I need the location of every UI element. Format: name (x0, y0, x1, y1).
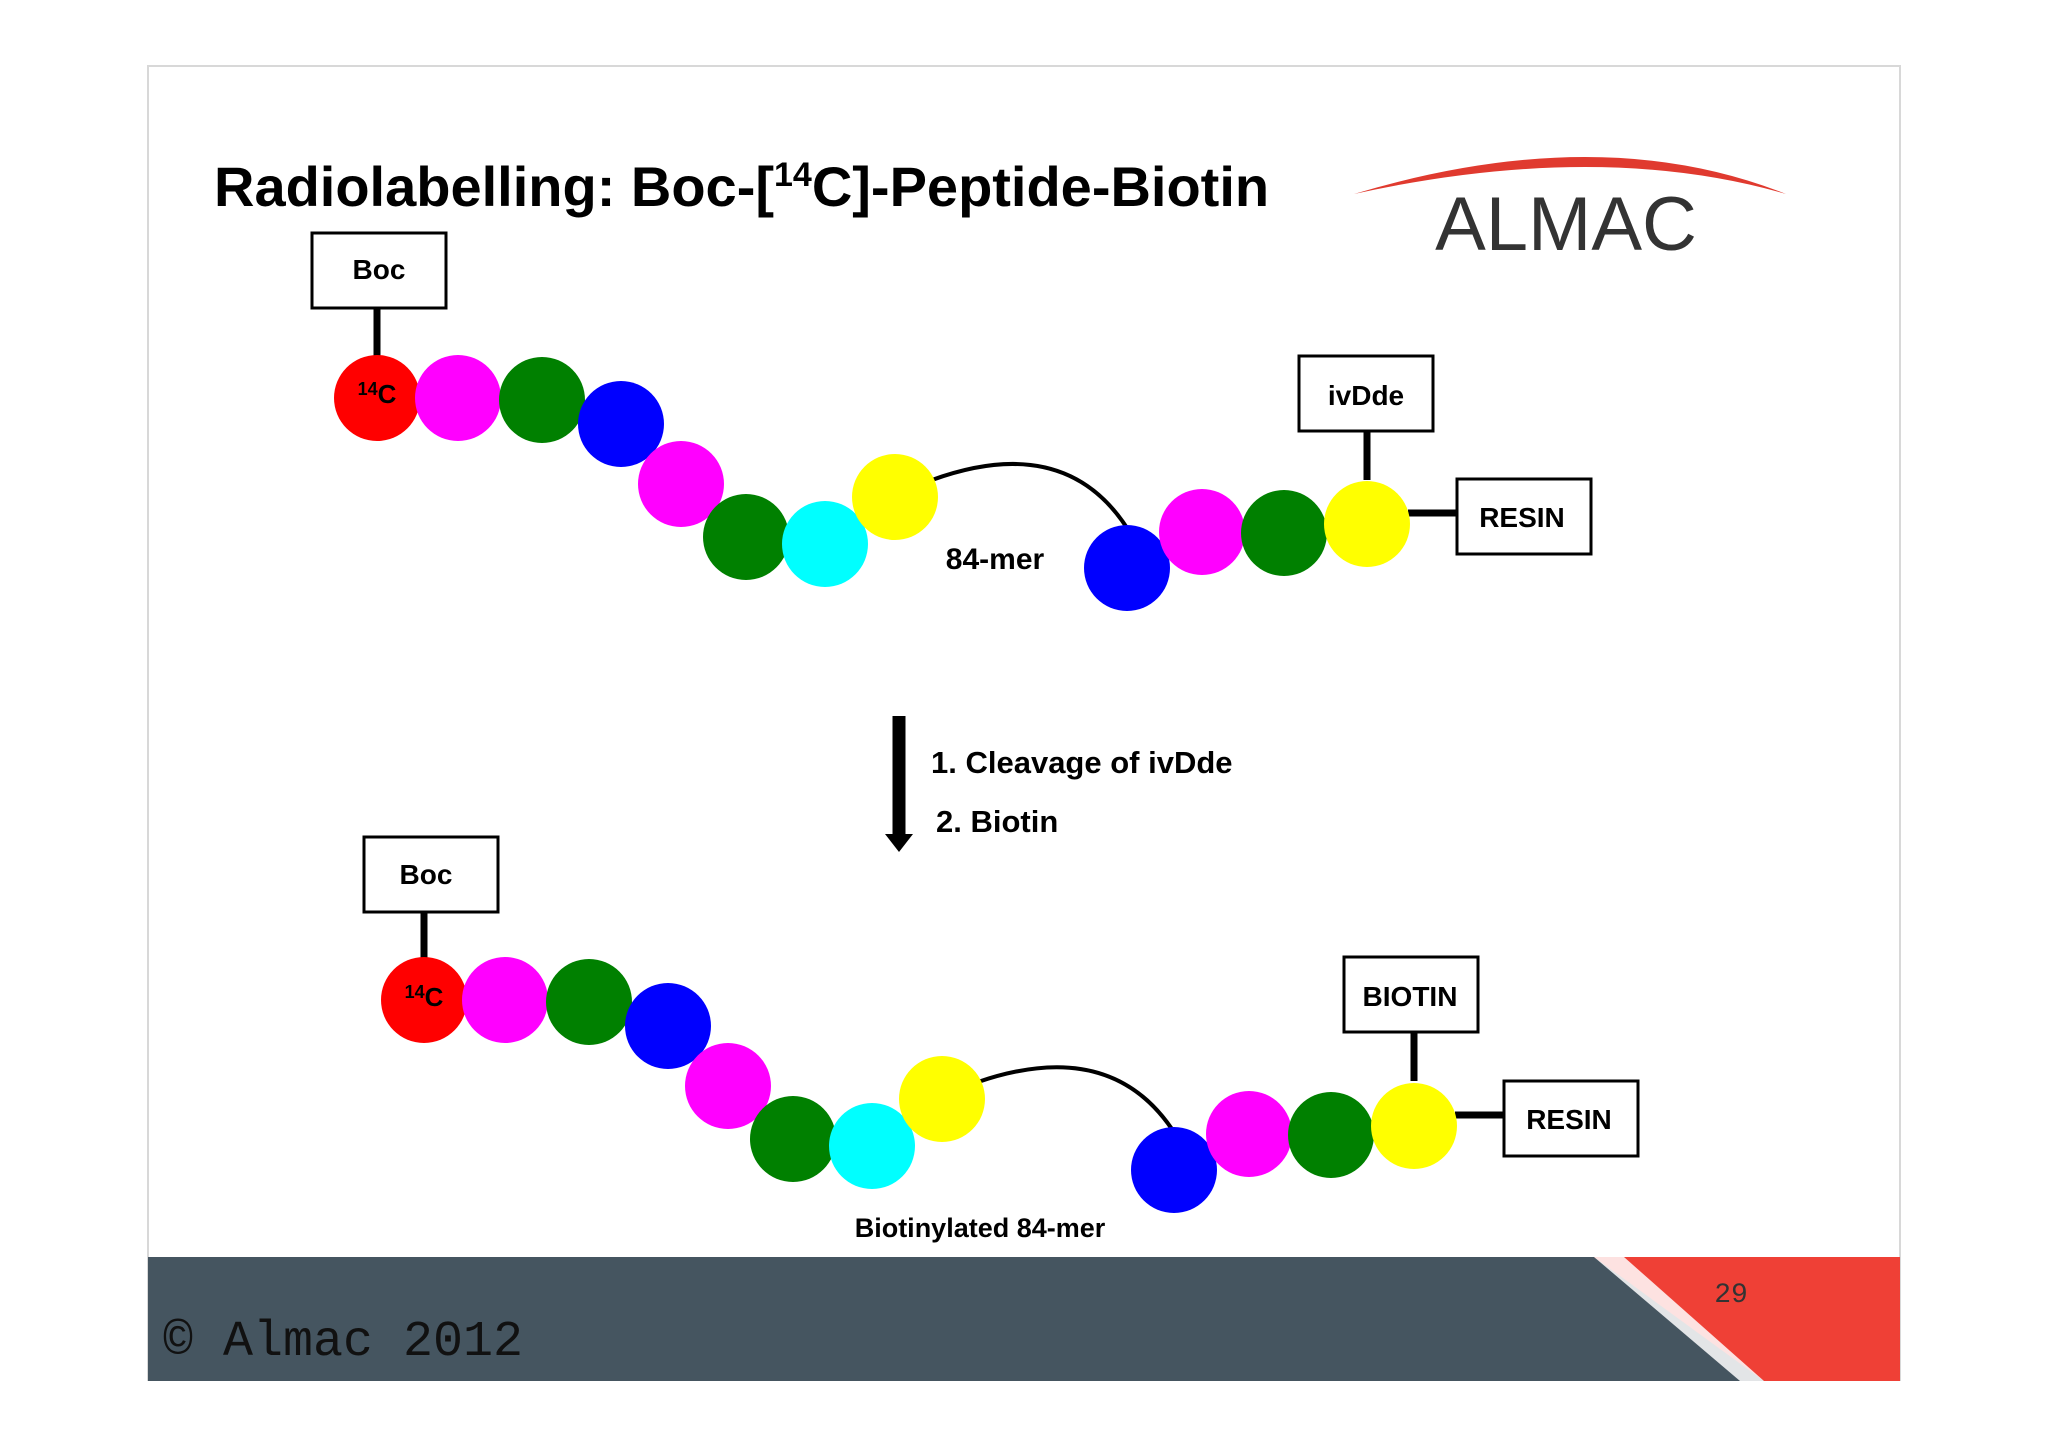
resin-label: RESIN (1479, 502, 1565, 533)
amino-acid-bead-blue (1131, 1127, 1217, 1213)
logo-text: ALMAC (1435, 182, 1697, 267)
resin-box (1502, 1079, 1640, 1158)
amino-acid-bead-green (1288, 1092, 1374, 1178)
footer: © Almac 2012 29 (148, 1257, 1900, 1381)
amino-acid-bead-blue (1084, 525, 1170, 611)
page-title: Radiolabelling: Boc-[14C]-Peptide-Biotin (214, 155, 1269, 218)
top-peptide-diagram: Boc 84-mer ivDde RESIN 14C (310, 231, 1593, 611)
amino-acid-bead-magenta (1159, 489, 1245, 575)
amino-acid-bead-green (546, 959, 632, 1045)
amino-acid-bead-blue (625, 983, 711, 1069)
amino-acid-bead-red (334, 355, 420, 441)
amino-acid-bead-magenta (415, 355, 501, 441)
reaction-step: 1. Cleavage of ivDde 2. Biotin (885, 716, 1233, 852)
amino-acid-bead-magenta (462, 957, 548, 1043)
boc-box (362, 835, 500, 914)
footer-accent (1594, 1257, 1900, 1381)
biotin-box (1342, 955, 1480, 1034)
linker-label: Biotinylated 84-mer (855, 1213, 1106, 1243)
carbon14-label: 14C (405, 982, 444, 1012)
amino-acid-bead-green (750, 1096, 836, 1182)
amino-acid-bead-magenta (685, 1043, 771, 1129)
amino-acid-bead-red (381, 957, 467, 1043)
bottom-peptide-diagram: Boc Biotinylated 84-mer BIOTIN RESIN 14C (362, 835, 1640, 1243)
footer-bar (148, 1257, 1900, 1381)
amino-acid-bead-blue (578, 381, 664, 467)
amino-acid-bead-green (1241, 490, 1327, 576)
amino-acid-bead-yellow (852, 454, 938, 540)
linker-arc (931, 461, 1134, 538)
logo-arc (1354, 157, 1786, 194)
amino-acid-bead-magenta (638, 441, 724, 527)
linker-label: 84-mer (946, 543, 1045, 576)
amino-acid-bead-yellow (899, 1056, 985, 1142)
amino-acid-bead-cyan (829, 1103, 915, 1189)
page-number: 29 (1714, 1280, 1748, 1311)
step-1-label: 1. Cleavage of ivDde (931, 745, 1233, 780)
amino-acid-bead-yellow (1324, 481, 1410, 567)
reaction-arrow-head (885, 834, 913, 852)
almac-logo: ALMAC (1354, 157, 1786, 267)
boc-label: Boc (353, 254, 406, 285)
boc-box (310, 231, 448, 310)
resin-box (1455, 477, 1593, 556)
amino-acid-bead-green (499, 357, 585, 443)
bottom-bead-chain (381, 957, 1457, 1213)
ivdde-box (1297, 354, 1435, 433)
amino-acid-bead-yellow (1371, 1083, 1457, 1169)
resin-label: RESIN (1526, 1104, 1612, 1135)
amino-acid-bead-magenta (1206, 1091, 1292, 1177)
carbon14-label: 14C (358, 379, 397, 409)
biotin-label: BIOTIN (1363, 981, 1458, 1012)
step-2-label: 2. Biotin (936, 804, 1058, 839)
amino-acid-bead-green (703, 494, 789, 580)
amino-acid-bead-cyan (782, 501, 868, 587)
boc-label: Boc (400, 859, 453, 890)
linker-arc (977, 1065, 1182, 1143)
top-bead-chain (334, 355, 1410, 611)
copyright-text: © Almac 2012 (163, 1314, 523, 1371)
footer-accent-stripe (1594, 1257, 1764, 1381)
ivdde-label: ivDde (1328, 380, 1404, 411)
